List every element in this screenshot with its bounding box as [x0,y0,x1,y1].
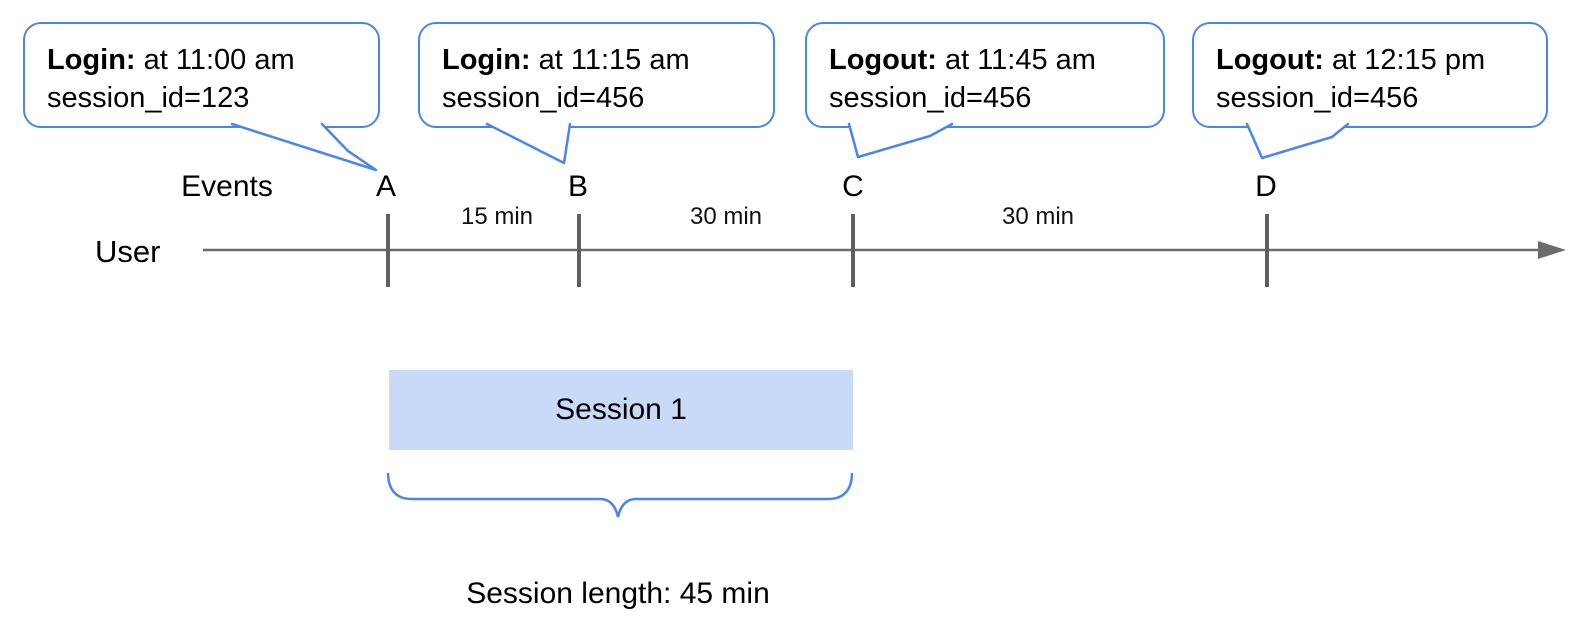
callout-session-id: session_id=456 [1216,82,1419,114]
callout-event-type: Logout: [1216,44,1324,76]
callout-text: Login: at 11:00 am session_id=123 [25,24,378,117]
callout-event-type: Logout: [829,44,937,76]
callout-line1: Login: at 11:15 am [442,41,773,79]
callout-login-event-b: Login: at 11:15 am session_id=456 [418,22,775,128]
events-row-label: Events [181,170,273,203]
callout-line1: Logout: at 12:15 pm [1216,41,1546,79]
callout-line1: Login: at 11:00 am [47,41,378,79]
callout-session-id: session_id=456 [442,82,645,114]
callout-time: at 11:00 am [135,44,295,76]
callout-logout-event-c: Logout: at 11:45 am session_id=456 [805,22,1165,128]
interval-b-c-label: 30 min [689,203,763,230]
callout-time: at 12:15 pm [1323,44,1486,76]
callout-line1: Logout: at 11:45 am [829,41,1163,79]
callout-tail-b-icon [485,122,572,165]
callout-tail-d-icon [1245,122,1350,160]
callout-event-type: Login: [442,44,531,76]
event-marker-a: A [375,170,397,203]
interval-a-b-label: 15 min [460,203,534,230]
callout-text: Login: at 11:15 am session_id=456 [420,24,773,117]
callout-logout-event-d: Logout: at 12:15 pm session_id=456 [1192,22,1548,128]
session-length-caption: Session length: 45 min [466,577,770,610]
event-marker-d: D [1255,170,1277,203]
callout-time: at 11:15 am [530,44,690,76]
callout-session-id: session_id=123 [47,82,250,114]
user-row-label: User [95,234,161,269]
timeline-arrowhead-icon [1538,241,1566,259]
session-span-box: Session 1 [389,370,853,450]
callout-tail-c-icon [847,122,954,159]
callout-tail-a-icon [230,122,378,172]
callout-time: at 11:45 am [936,44,1096,76]
callout-text: Logout: at 12:15 pm session_id=456 [1194,24,1546,117]
callout-login-event-a: Login: at 11:00 am session_id=123 [23,22,380,128]
callout-text: Logout: at 11:45 am session_id=456 [807,24,1163,117]
interval-c-d-label: 30 min [1001,203,1075,230]
event-marker-c: C [842,170,864,203]
callout-session-id: session_id=456 [829,82,1032,114]
callout-event-type: Login: [47,44,136,76]
session-span-label: Session 1 [555,393,687,426]
session-length-brace-icon [386,472,854,518]
event-marker-b: B [567,170,589,203]
